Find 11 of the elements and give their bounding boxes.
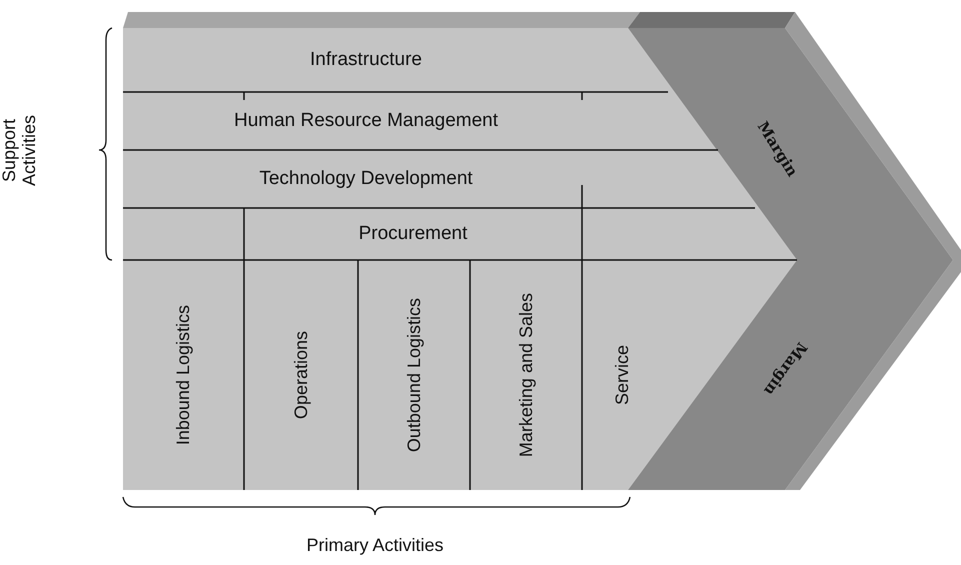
activity-label: Human Resource Management <box>234 110 498 132</box>
activity-label: Procurement <box>358 223 468 245</box>
activity-label: Operations <box>290 330 312 420</box>
brace-label: Primary Activities <box>305 535 445 556</box>
activity-label: Service <box>612 344 632 406</box>
activity-label: Technology Development <box>259 168 473 190</box>
brace-label: Support Activities <box>0 114 40 188</box>
activity-label: Marketing and Sales <box>516 292 536 458</box>
activity-label: Infrastructure <box>310 49 422 71</box>
activity-label: Inbound Logistics <box>173 304 194 446</box>
activity-label: Outbound Logistics <box>404 298 424 452</box>
